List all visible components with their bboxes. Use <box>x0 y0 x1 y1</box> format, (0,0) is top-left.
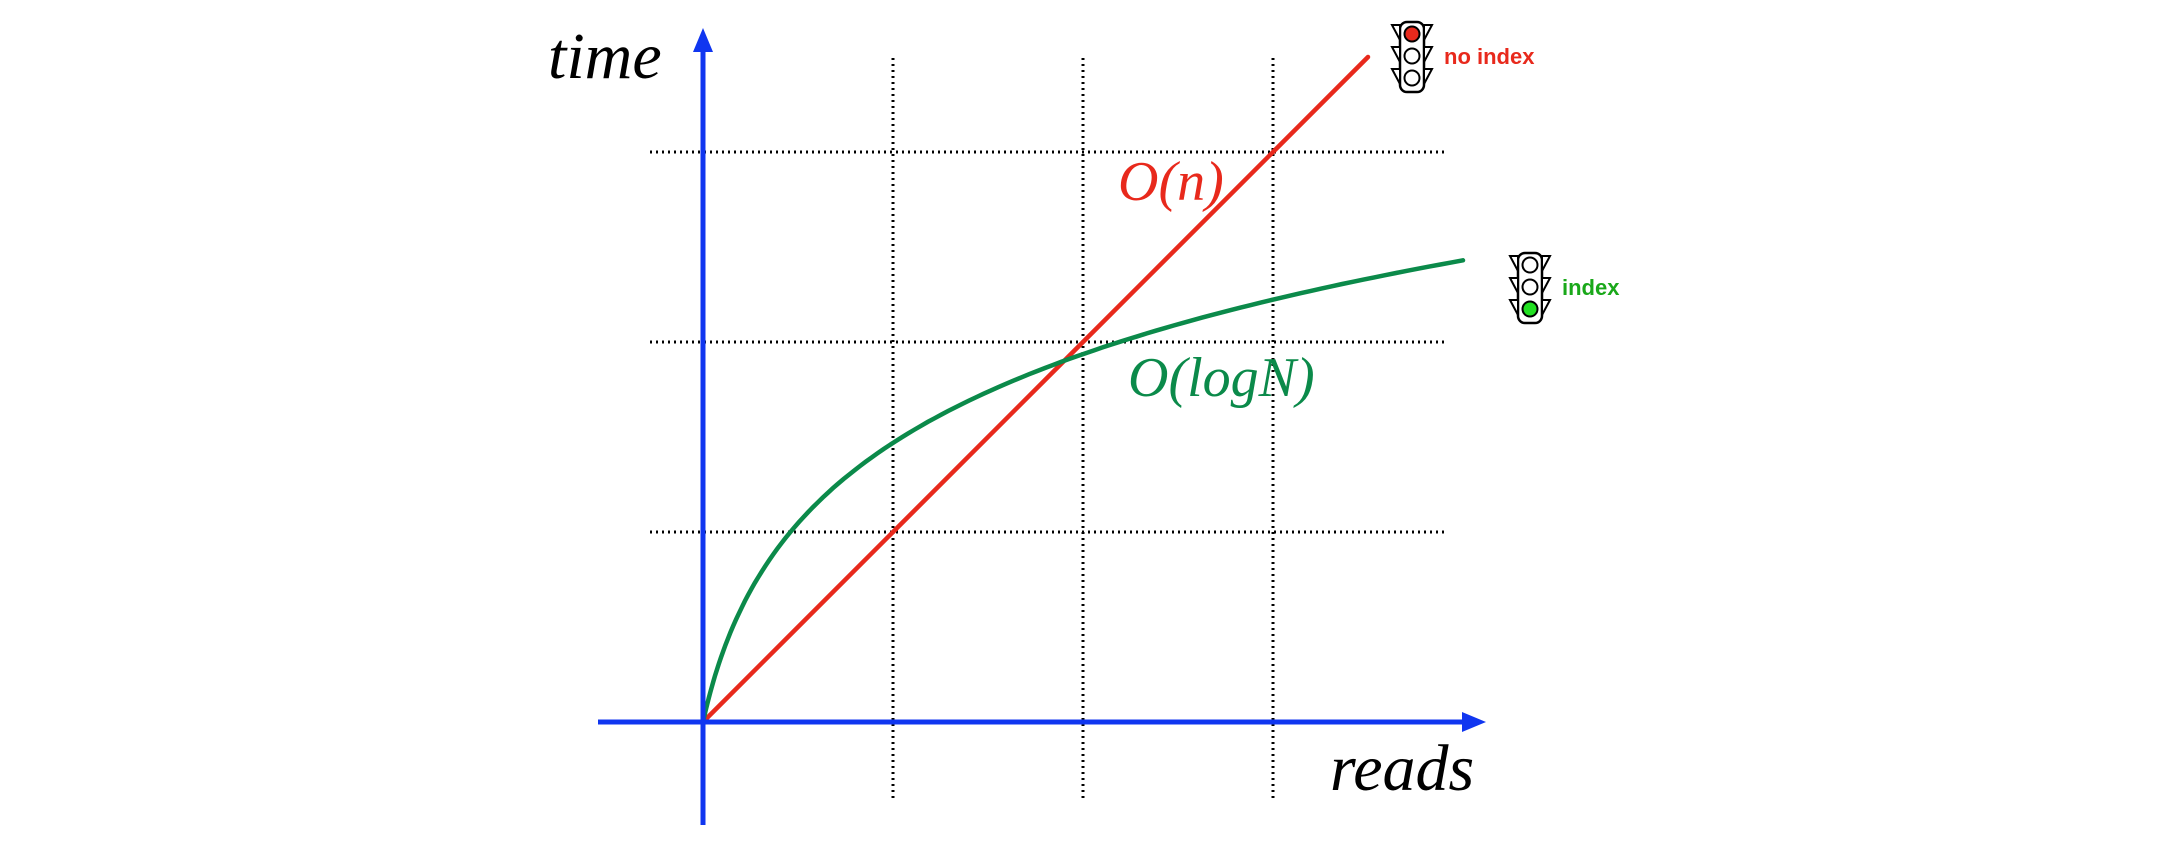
traffic-light-icon <box>1390 20 1434 94</box>
series-line-no-index <box>700 54 1371 725</box>
y-axis-label: time <box>548 20 662 93</box>
y-axis-arrow-icon <box>693 28 713 52</box>
x-axis-arrow-icon <box>1462 712 1486 732</box>
series-line-index <box>700 258 1466 725</box>
traffic-light-icon <box>1508 251 1552 325</box>
legend-badge-label: no index <box>1444 44 1535 69</box>
x-axis-label: reads <box>1330 732 1474 805</box>
legend-badge-label: index <box>1562 275 1620 300</box>
series-lines <box>700 54 1466 725</box>
grid-lines <box>650 58 1448 800</box>
legend-badges: no index index <box>1390 20 1620 325</box>
axes <box>598 28 1486 825</box>
series-label: O(logN) <box>1128 347 1315 409</box>
series-labels: O(n) O(logN) <box>1118 151 1315 409</box>
series-label: O(n) <box>1118 151 1224 213</box>
